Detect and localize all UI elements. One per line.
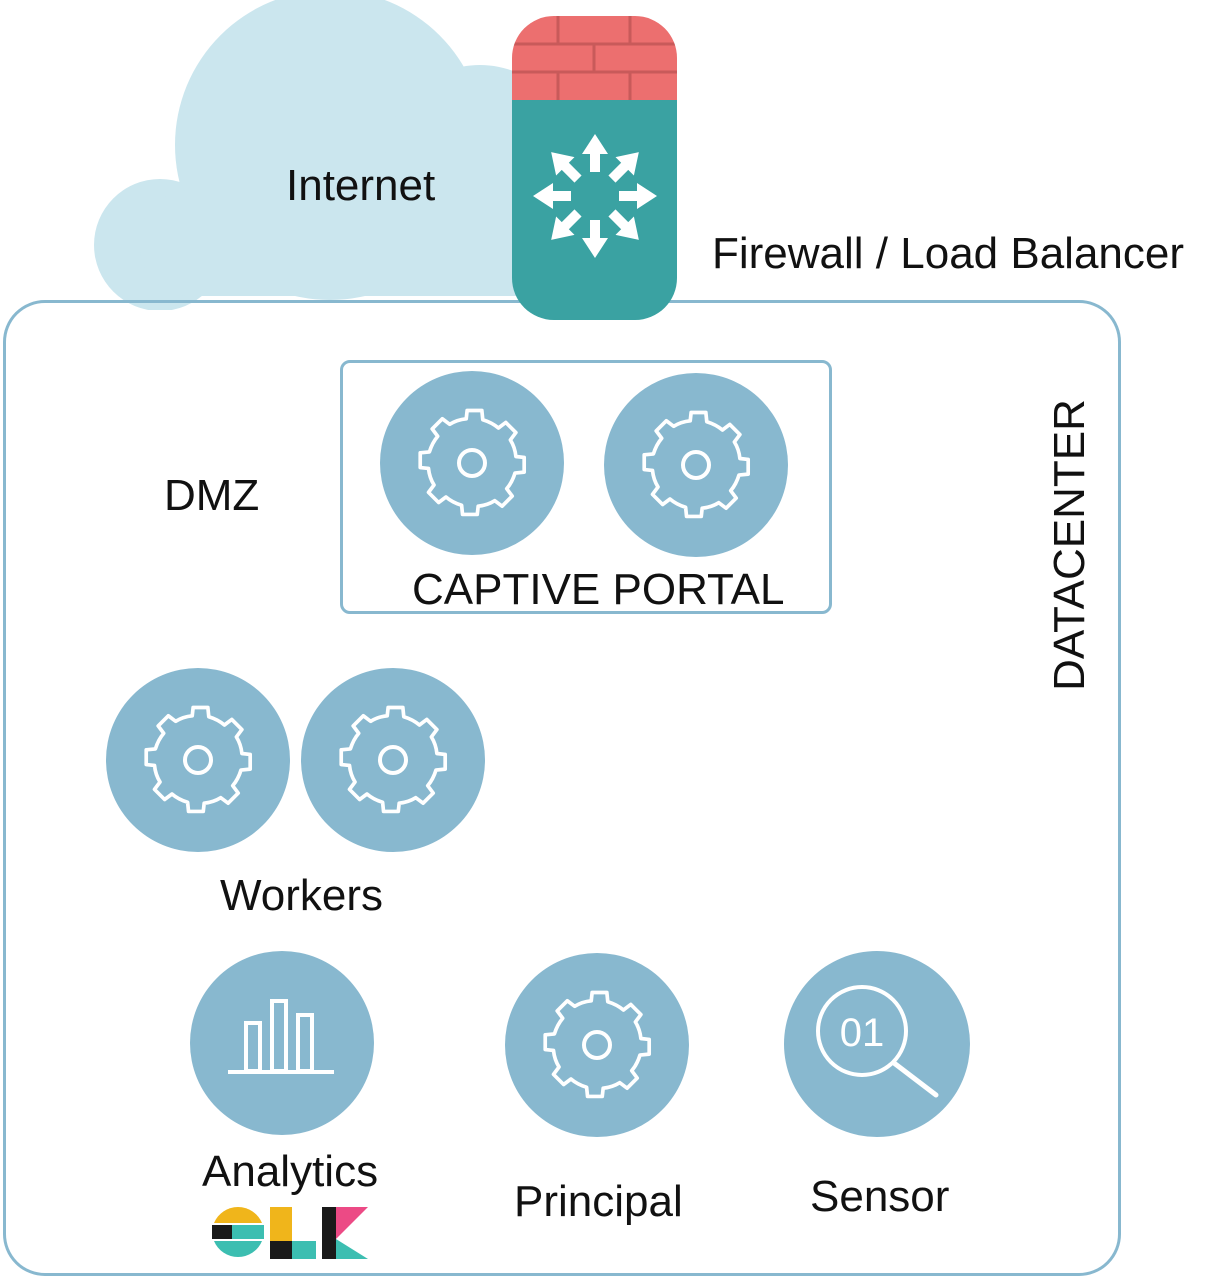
captive-portal-node-1: [380, 371, 564, 555]
gear-icon: [339, 705, 448, 814]
magnifier-icon: 01: [816, 985, 939, 1098]
worker-node-2: [301, 668, 485, 852]
bar-chart-icon: [228, 999, 334, 1074]
datacenter-label: DATACENTER: [1045, 399, 1094, 691]
principal-label: Principal: [514, 1177, 683, 1226]
gear-icon: [418, 408, 527, 517]
captive-portal-group: [340, 360, 832, 614]
sensor-icon-text: 01: [840, 1011, 885, 1055]
analytics-label: Analytics: [202, 1147, 379, 1196]
firewall-label: Firewall / Load Balancer: [712, 229, 1185, 278]
analytics-node: [190, 951, 374, 1135]
dmz-label: DMZ: [164, 471, 260, 520]
sensor-label: Sensor: [810, 1172, 950, 1221]
captive-portal-node-2: [604, 373, 788, 557]
gear-icon: [144, 705, 253, 814]
sensor-node: 01: [784, 951, 970, 1137]
worker-node-1: [106, 668, 290, 852]
gear-icon: [642, 410, 751, 519]
gear-icon: [543, 990, 652, 1099]
firewall-icon: [512, 16, 677, 320]
principal-node: [505, 953, 689, 1137]
elk-logo: [212, 1207, 368, 1259]
workers-label: Workers: [220, 871, 383, 920]
captive-portal-label: CAPTIVE PORTAL: [412, 565, 785, 614]
internet-label: Internet: [286, 161, 436, 210]
